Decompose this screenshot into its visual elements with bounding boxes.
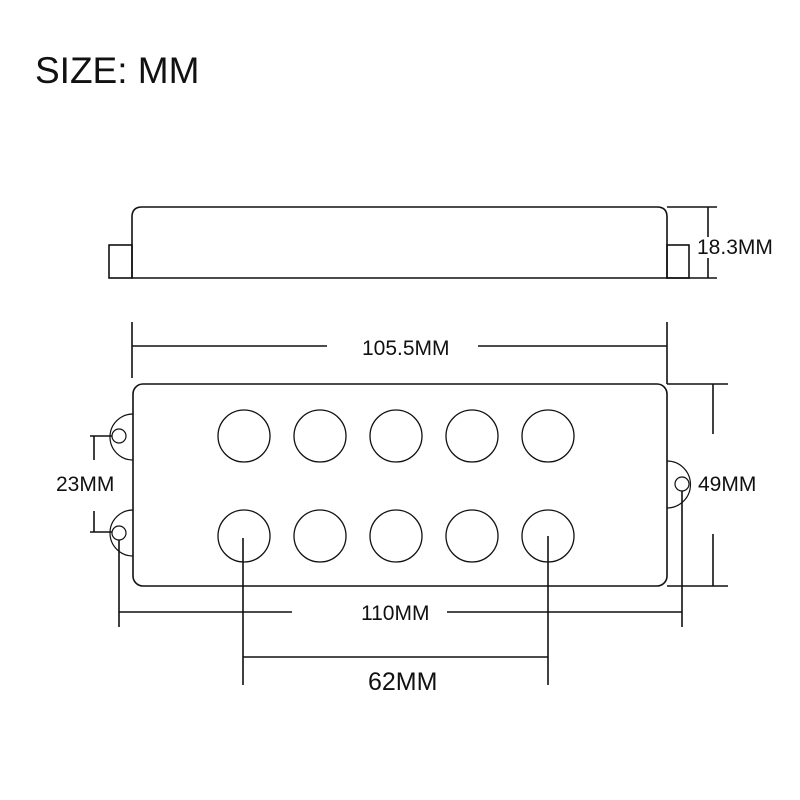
pole-spacing-label: 62MM — [368, 668, 438, 696]
overall-length-dimension — [118, 491, 683, 627]
mounting-spacing-label: 23MM — [56, 473, 115, 496]
height-label: 18.3MM — [697, 236, 773, 259]
front-view — [109, 383, 692, 587]
cover-length-dimension — [131, 322, 668, 384]
cover-length-label: 105.5MM — [362, 337, 450, 360]
side-view — [108, 206, 717, 279]
mounting-spacing-dimension — [90, 435, 112, 533]
page-title: SIZE: MM — [35, 50, 200, 91]
width-dimension — [667, 383, 728, 587]
width-label: 49MM — [698, 473, 757, 496]
pole-pieces — [217, 409, 575, 563]
overall-length-label: 110MM — [361, 602, 430, 625]
pole-spacing-dimension — [242, 536, 549, 685]
